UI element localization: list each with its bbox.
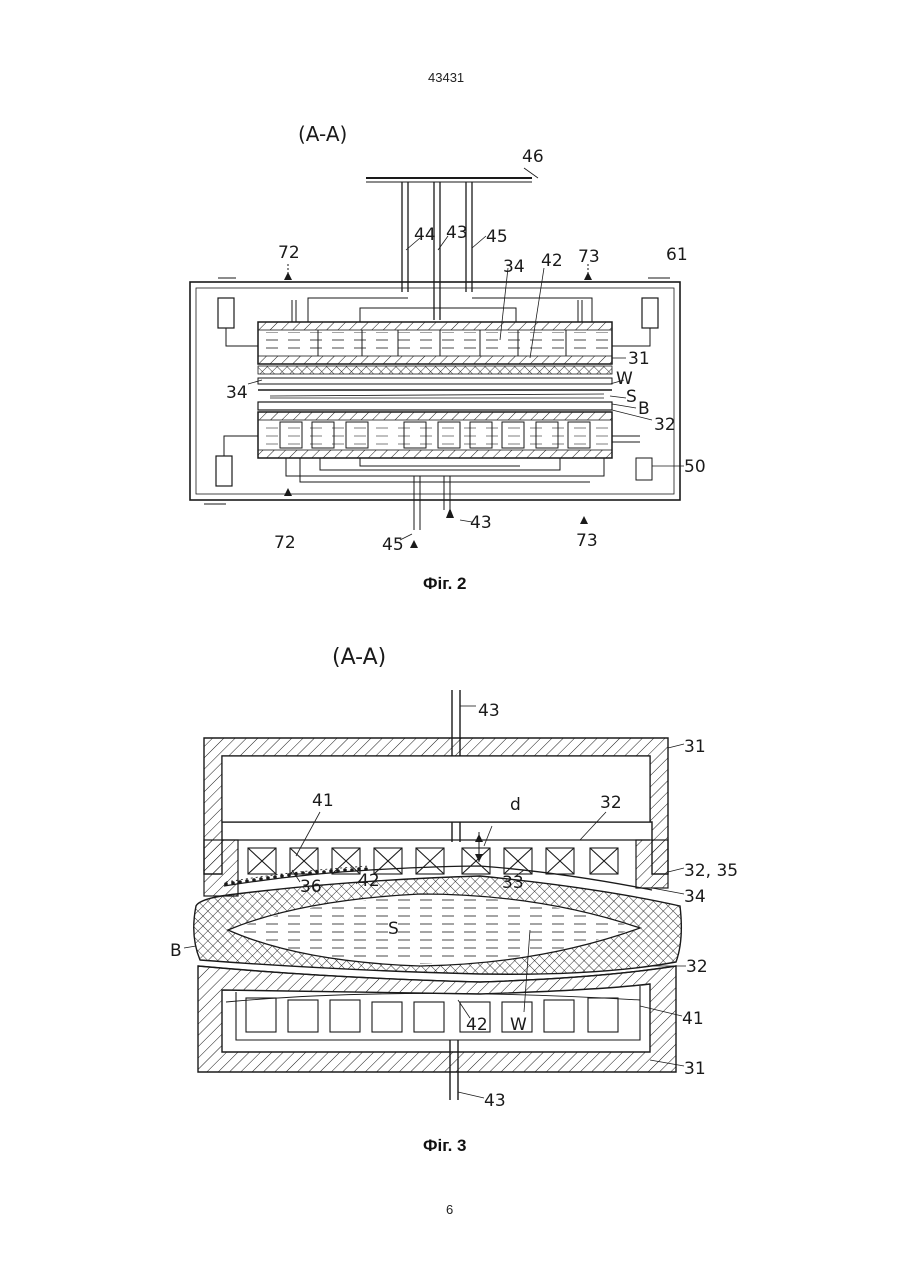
fig3-label-41-bottom: 41 [682,1009,704,1029]
fig2-label-46: 46 [522,147,544,167]
fig3-label-31-top: 31 [684,737,706,757]
figure-2-drawing: (A-A) [190,122,706,555]
fig3-label-B: B [170,941,182,961]
fig2-label-W: W [616,369,633,389]
fig2-label-43: 43 [446,223,468,243]
fig3-section-label: (A-A) [332,645,386,670]
fig2-label-34-top: 34 [503,257,525,277]
fig3-label-32-top: 32 [600,793,622,813]
page-number-bottom: 6 [446,1202,453,1217]
fig2-label-42: 42 [541,251,563,271]
fig3-label-33: 33 [502,873,524,893]
fig3-label-41-top: 41 [312,791,334,811]
fig3-label-31-bottom: 31 [684,1059,706,1079]
fig2-label-45-bottom: 45 [382,535,404,555]
fig3-label-43-top: 43 [478,701,500,721]
fig2-label-61: 61 [666,245,688,265]
fig2-label-44: 44 [414,225,436,245]
fig3-label-43-bottom: 43 [484,1091,506,1111]
fig2-section-label: (A-A) [298,122,347,146]
fig2-label-32: 32 [654,415,676,435]
fig2-label-50: 50 [684,457,706,477]
fig3-label-S: S [388,919,399,939]
fig2-label-72-bottom: 72 [274,533,296,553]
figure-3-drawing: (A-A) [170,645,738,1111]
fig3-label-32-35: 32, 35 [684,861,738,881]
fig2-label-73-bottom: 73 [576,531,598,551]
fig3-label-d: d [510,795,521,815]
fig2-label-B: B [638,399,650,419]
fig3-label-36: 36 [300,877,322,897]
fig2-label-72-top: 72 [278,243,300,263]
figure-2-caption: Фіг. 2 [423,574,467,594]
fig3-label-32-bottom: 32 [686,957,708,977]
fig2-label-73-top: 73 [578,247,600,267]
figure-3-caption: Фіг. 3 [423,1136,467,1156]
fig3-label-W: W [510,1015,527,1035]
fig2-label-43-bottom: 43 [470,513,492,533]
fig2-label-45: 45 [486,227,508,247]
fig3-label-42-bottom: 42 [466,1015,488,1035]
fig2-label-S: S [626,387,637,407]
fig2-label-34-left: 34 [226,383,248,403]
fig2-label-31: 31 [628,349,650,369]
fig3-label-34: 34 [684,887,706,907]
fig3-label-42-top: 42 [358,871,380,891]
